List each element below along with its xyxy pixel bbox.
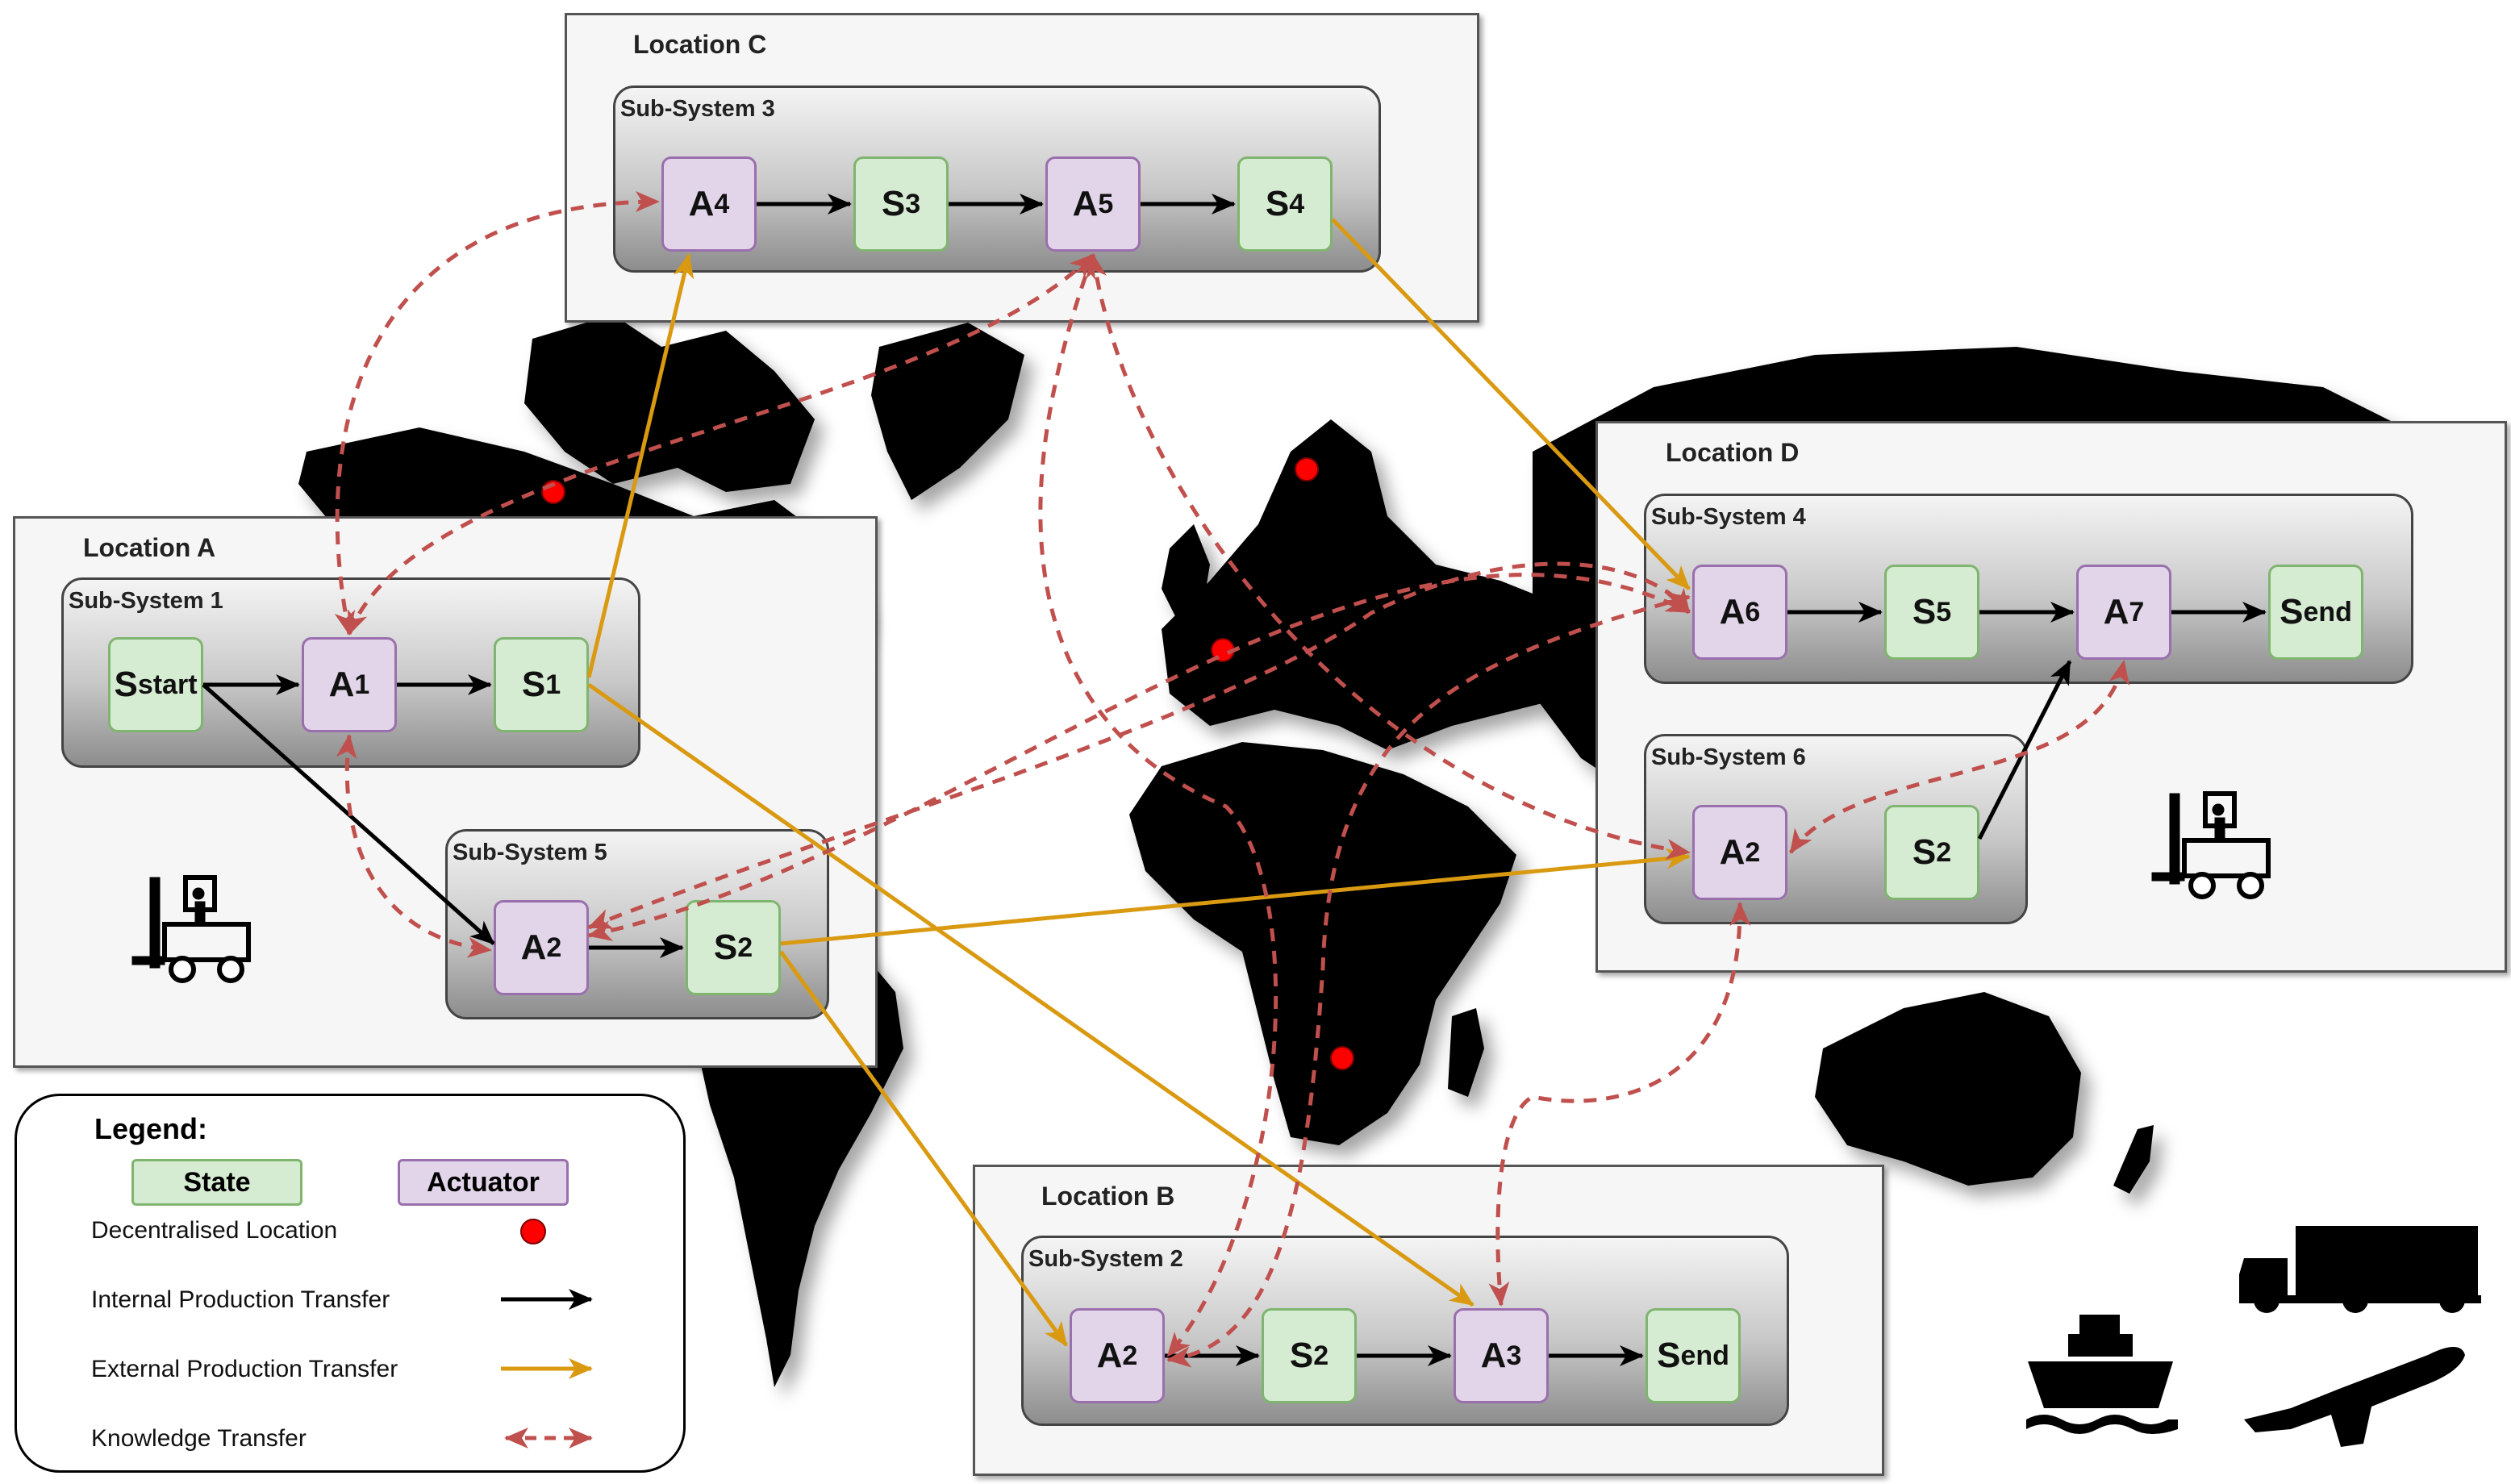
- legend-state-swatch: State: [131, 1159, 302, 1206]
- node-ss2-s2-base: S: [1289, 1336, 1314, 1375]
- node-a5-sub: 5: [1098, 188, 1114, 219]
- node-ss6-s2-sub: 2: [1936, 836, 1952, 868]
- node-a5-base: A: [1072, 184, 1099, 223]
- node-a3-base: A: [1480, 1336, 1507, 1375]
- node-ss6-a2-base: A: [1719, 832, 1746, 872]
- sub-system-1-title: Sub-System 1: [69, 588, 223, 614]
- legend-external-label: External Production Transfer: [91, 1356, 398, 1382]
- node-s4-sub: 4: [1289, 188, 1305, 219]
- sub-system-5-title: Sub-System 5: [453, 840, 607, 865]
- node-a4-sub: 4: [714, 188, 730, 219]
- node-ss5-s2-base: S: [713, 928, 738, 967]
- location-a-title: Location A: [83, 533, 216, 562]
- greenland-shape: [871, 323, 1024, 500]
- legend-location-dot: [520, 1219, 546, 1244]
- legend-internal-label: Internal Production Transfer: [91, 1286, 390, 1313]
- node-s3-base: S: [881, 184, 906, 223]
- node-d-s-end-sub: end: [2303, 596, 2352, 627]
- node-s5-sub: 5: [1936, 596, 1952, 627]
- node-s-start-base: S: [114, 665, 138, 704]
- node-ss5-a2-sub: 2: [546, 932, 562, 963]
- sub-system-4-title: Sub-System 4: [1651, 504, 1806, 530]
- legend-symbols: [501, 1219, 593, 1449]
- node-s3-sub: 3: [905, 188, 921, 219]
- node-s1-base: S: [521, 665, 546, 704]
- node-a1-sub: 1: [354, 669, 370, 700]
- sub-system-6-title: Sub-System 6: [1651, 744, 1806, 770]
- location-dot-africa: [1330, 1046, 1354, 1070]
- node-a7-sub: 7: [2129, 596, 2145, 627]
- node-a7-base: A: [2103, 592, 2129, 632]
- node-a1-base: A: [328, 665, 355, 704]
- node-a4-base: A: [688, 184, 715, 223]
- node-a6-base: A: [1719, 592, 1746, 632]
- node-ss2-a2-sub: 2: [1122, 1340, 1138, 1371]
- location-dot-scandinavia: [1295, 457, 1319, 481]
- sub-system-3-title: Sub-System 3: [620, 96, 775, 122]
- location-c-title: Location C: [633, 30, 767, 59]
- node-ss6-s2-base: S: [1912, 832, 1937, 872]
- node-s4-base: S: [1265, 184, 1290, 223]
- node-ss6-a2-sub: 2: [1745, 836, 1761, 868]
- legend-actuator-swatch: Actuator: [398, 1159, 569, 1206]
- node-a6-sub: 6: [1745, 596, 1761, 627]
- location-d-title: Location D: [1666, 438, 1800, 467]
- node-ss5-s2-sub: 2: [737, 932, 753, 963]
- australia-shape: [1815, 992, 2081, 1186]
- node-ss2-s2-sub: 2: [1313, 1340, 1329, 1371]
- uk-shape: [1162, 524, 1210, 621]
- new-zealand-shape: [2113, 1125, 2154, 1194]
- arctic-islands-shape: [524, 315, 815, 492]
- legend-title: Legend:: [94, 1112, 207, 1145]
- node-s-start-sub: start: [137, 669, 198, 700]
- node-ss5-a2-base: A: [520, 928, 547, 967]
- node-d-s-end-base: S: [2280, 592, 2304, 632]
- legend-location-label: Decentralised Location: [91, 1217, 338, 1244]
- node-s5-base: S: [1912, 592, 1937, 632]
- madagascar-shape: [1448, 1008, 1484, 1097]
- location-b-title: Location B: [1041, 1182, 1175, 1211]
- location-dot-north-america: [541, 480, 565, 504]
- location-dot-europe: [1211, 638, 1235, 662]
- node-b-s-end-sub: end: [1680, 1340, 1729, 1371]
- node-ss2-a2-base: A: [1096, 1336, 1123, 1375]
- node-b-s-end-base: S: [1657, 1336, 1681, 1375]
- sub-system-2-title: Sub-System 2: [1028, 1246, 1183, 1272]
- legend-box: Legend: State Actuator Decentralised Loc…: [15, 1094, 686, 1473]
- node-s1-sub: 1: [545, 669, 561, 700]
- node-a3-sub: 3: [1506, 1340, 1522, 1371]
- legend-knowledge-label: Knowledge Transfer: [91, 1425, 307, 1452]
